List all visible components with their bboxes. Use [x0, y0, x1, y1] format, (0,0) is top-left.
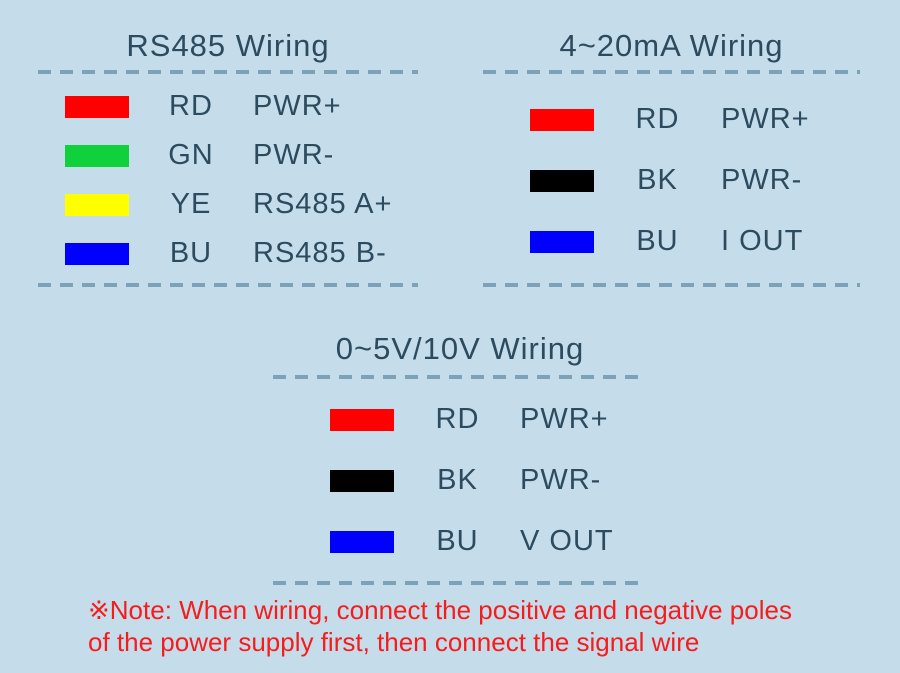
4-20ma-section-title: 4~20mA Wiring	[559, 28, 784, 63]
rs485-wire-table: RD PWR+ GN PWR- YE RS485 A+ BU RS485 B-	[38, 82, 418, 278]
wire-row-yellow: YE RS485 A+	[38, 180, 418, 229]
4-20ma-wire-table: RD PWR+ BK PWR- BU I OUT	[483, 89, 860, 272]
wire-code-label: RD	[635, 103, 680, 135]
yellow-wire-swatch	[65, 193, 129, 216]
red-wire-swatch	[65, 95, 129, 118]
black-wire-swatch	[530, 169, 594, 192]
wire-row-blue: BU RS485 B-	[38, 229, 418, 278]
black-wire-swatch	[330, 469, 394, 492]
blue-wire-swatch	[330, 530, 394, 553]
dashed-divider	[273, 581, 647, 585]
wire-code-label: RD	[435, 403, 480, 435]
wire-signal-label: PWR+	[721, 103, 810, 135]
dashed-divider	[38, 70, 418, 74]
dashed-divider	[273, 375, 647, 379]
wire-signal-label: PWR-	[253, 139, 335, 171]
red-wire-swatch	[330, 408, 394, 431]
0-5v-10v-wiring-section: 0~5V/10V Wiring RD PWR+ BK PWR- BU V OUT	[273, 322, 647, 585]
rs485-wiring-section: RS485 Wiring RD PWR+ GN PWR- YE RS485 A+…	[38, 22, 418, 287]
blue-wire-swatch	[65, 242, 129, 265]
wiring-note-line2: of the power supply first, then connect …	[88, 627, 700, 657]
wire-code-label: YE	[170, 188, 212, 220]
wire-signal-label: PWR+	[253, 90, 342, 122]
wire-row-red: RD PWR+	[38, 82, 418, 131]
blue-wire-swatch	[530, 230, 594, 253]
4-20ma-wiring-section: 4~20mA Wiring RD PWR+ BK PWR- BU I OUT	[483, 22, 860, 287]
0-5v-10v-section-title: 0~5V/10V Wiring	[335, 331, 585, 366]
wire-row-black: BK PWR-	[483, 150, 860, 211]
wire-row-red: RD PWR+	[273, 389, 647, 450]
wire-signal-label: PWR+	[520, 403, 609, 435]
wire-signal-label: I OUT	[721, 225, 804, 257]
dashed-divider	[483, 283, 860, 287]
wire-row-black: BK PWR-	[273, 450, 647, 511]
wire-signal-label: RS485 B-	[253, 237, 387, 269]
red-wire-swatch	[530, 108, 594, 131]
wiring-note: ※Note: When wiring, connect the positive…	[88, 594, 792, 658]
wire-code-label: BU	[436, 525, 479, 557]
wire-signal-label: RS485 A+	[253, 188, 393, 220]
wire-signal-label: PWR-	[721, 164, 803, 196]
wire-code-label: GN	[168, 139, 214, 171]
wire-signal-label: PWR-	[520, 464, 602, 496]
wire-code-label: BU	[636, 225, 679, 257]
wire-code-label: BK	[437, 464, 478, 496]
wire-row-blue: BU I OUT	[483, 211, 860, 272]
wire-code-label: BU	[169, 237, 213, 269]
wire-row-red: RD PWR+	[483, 89, 860, 150]
dashed-divider	[483, 70, 860, 74]
wiring-note-line1: ※Note: When wiring, connect the positive…	[88, 595, 792, 625]
wire-code-label: RD	[169, 90, 213, 122]
dashed-divider	[38, 283, 418, 287]
0-5v-10v-wire-table: RD PWR+ BK PWR- BU V OUT	[273, 389, 647, 572]
green-wire-swatch	[65, 144, 129, 167]
rs485-section-title: RS485 Wiring	[126, 28, 330, 63]
wire-row-blue: BU V OUT	[273, 511, 647, 572]
wire-code-label: BK	[637, 164, 678, 196]
wire-row-green: GN PWR-	[38, 131, 418, 180]
wire-signal-label: V OUT	[520, 525, 614, 557]
